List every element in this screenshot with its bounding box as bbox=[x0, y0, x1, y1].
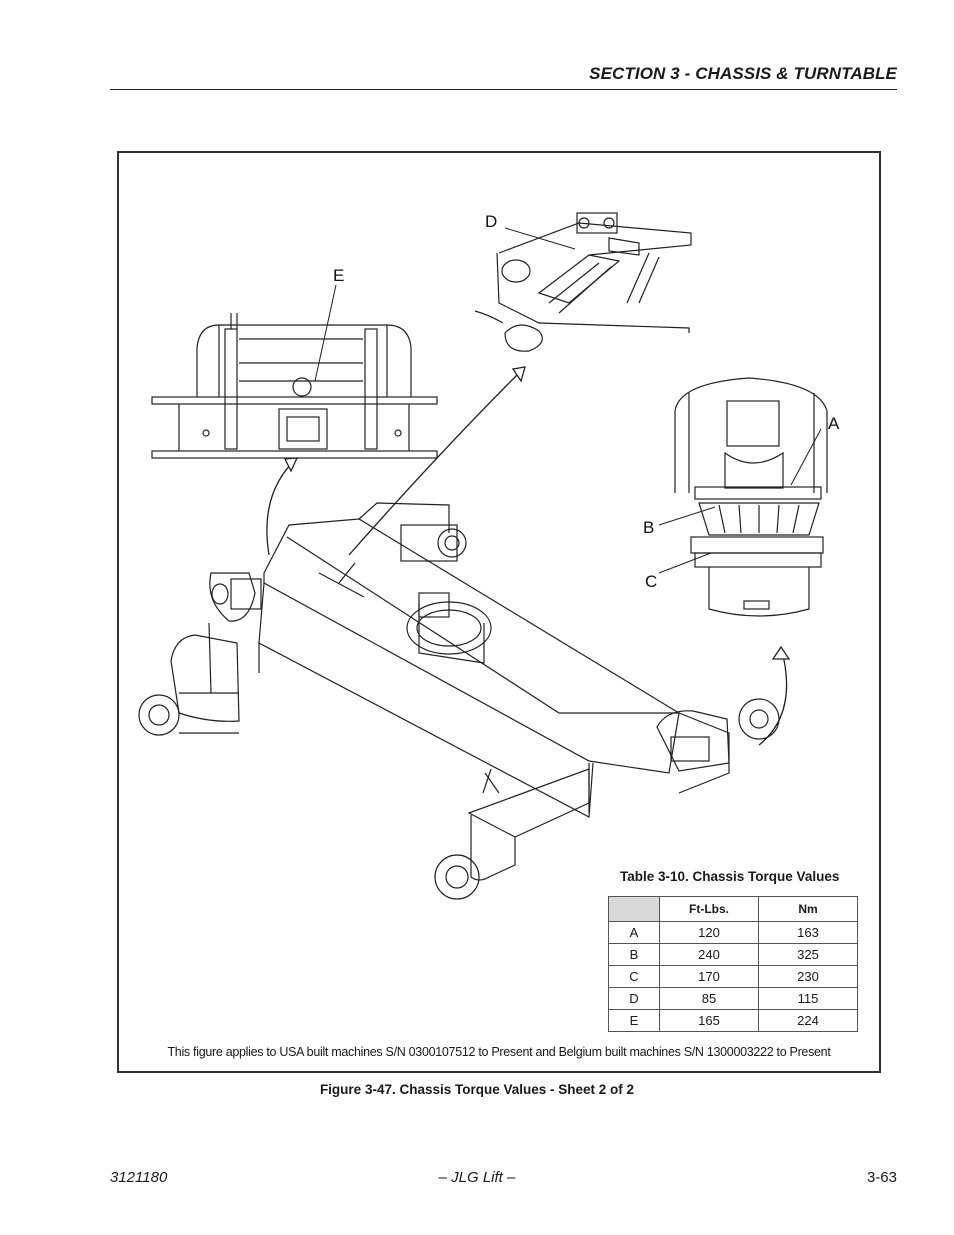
chassis-illustration: D E A B C bbox=[138, 212, 840, 900]
table-cell: 240 bbox=[659, 943, 759, 966]
table-row: E 165 224 bbox=[608, 1009, 858, 1032]
publisher-footer: – JLG Lift – bbox=[438, 1169, 516, 1186]
callout-c: C bbox=[645, 572, 657, 591]
table-title: Table 3-10. Chassis Torque Values bbox=[620, 869, 840, 884]
callout-e: E bbox=[333, 266, 344, 285]
figure-caption: Figure 3-47. Chassis Torque Values - She… bbox=[319, 1082, 635, 1097]
callout-a: A bbox=[828, 414, 840, 433]
pointer-arrows bbox=[266, 366, 791, 746]
column-header bbox=[608, 896, 660, 922]
detail-d-bracket bbox=[474, 212, 692, 352]
table-header-row: Ft-Lbs. Nm bbox=[608, 896, 858, 922]
table-cell: B bbox=[608, 943, 660, 966]
table-cell: D bbox=[608, 987, 660, 1010]
table-cell: E bbox=[608, 1009, 660, 1032]
table-row: C 170 230 bbox=[608, 965, 858, 988]
torque-table: Ft-Lbs. Nm A 120 163 B 240 325 C 170 230… bbox=[608, 896, 858, 1032]
figure-frame: D E A B C Table 3-10. Chassis Torque Val… bbox=[117, 151, 881, 1073]
callout-d: D bbox=[485, 212, 497, 231]
table-row: A 120 163 bbox=[608, 921, 858, 944]
document-number: 3121180 bbox=[110, 1169, 168, 1186]
table-cell: 115 bbox=[758, 987, 858, 1010]
table-row: D 85 115 bbox=[608, 987, 858, 1010]
table-cell: 230 bbox=[758, 965, 858, 988]
table-cell: 163 bbox=[758, 921, 858, 944]
page-number: 3-63 bbox=[866, 1169, 897, 1186]
table-row: B 240 325 bbox=[608, 943, 858, 966]
section-title: SECTION 3 - CHASSIS & TURNTABLE bbox=[589, 64, 897, 83]
table-cell: C bbox=[608, 965, 660, 988]
detail-e-bracket bbox=[151, 313, 438, 459]
table-cell: 170 bbox=[659, 965, 759, 988]
callout-b: B bbox=[643, 518, 654, 537]
detail-hub-assembly bbox=[674, 377, 828, 617]
table-cell: 120 bbox=[659, 921, 759, 944]
table-cell: A bbox=[608, 921, 660, 944]
table-cell: 85 bbox=[659, 987, 759, 1010]
table-cell: 224 bbox=[758, 1009, 858, 1032]
applicability-note: This figure applies to USA built machine… bbox=[167, 1045, 831, 1059]
table-cell: 165 bbox=[659, 1009, 759, 1032]
header-rule bbox=[110, 89, 897, 90]
table-cell: 325 bbox=[758, 943, 858, 966]
column-header: Ft-Lbs. bbox=[659, 896, 759, 922]
column-header: Nm bbox=[758, 896, 858, 922]
chassis-frame bbox=[138, 502, 780, 900]
